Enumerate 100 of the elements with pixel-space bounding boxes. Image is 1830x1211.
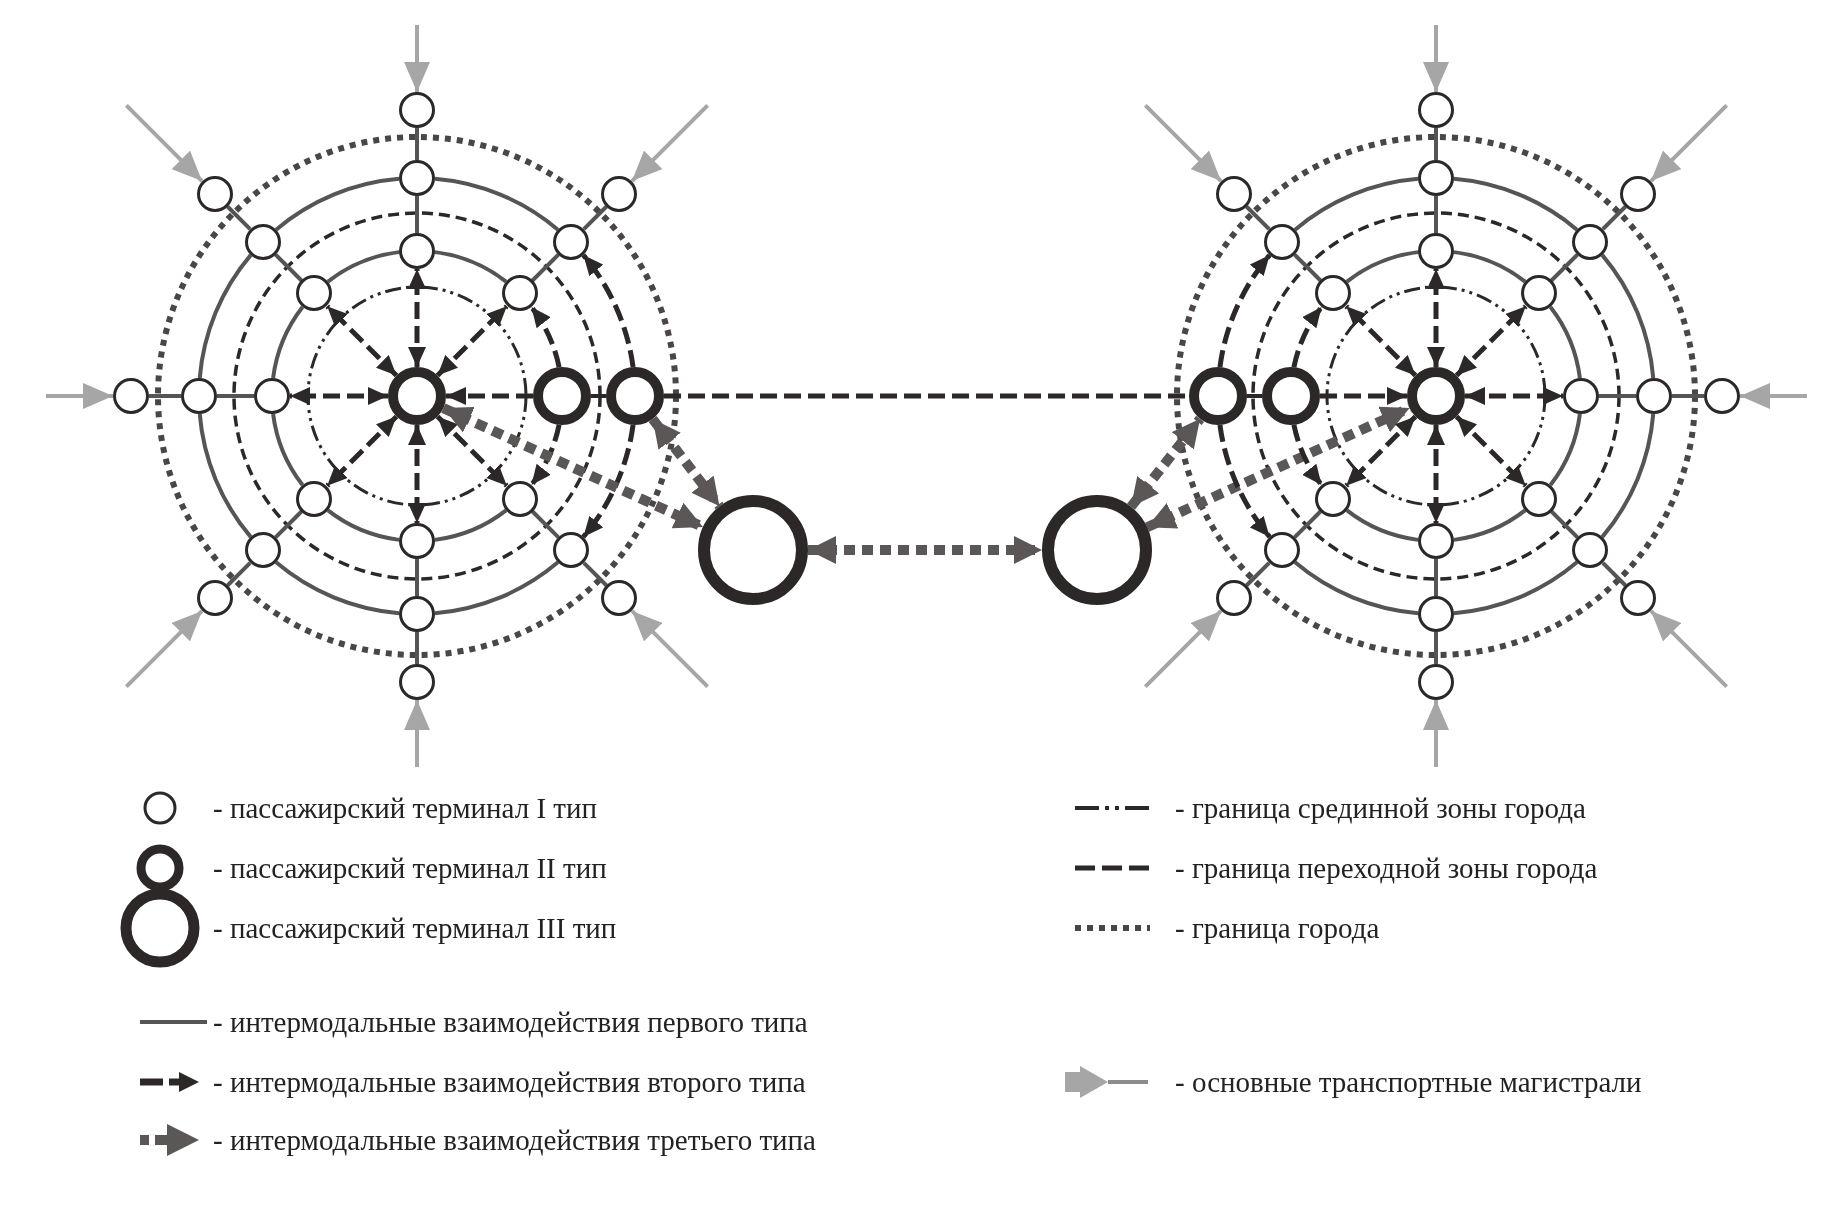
- connector-line: [1434, 128, 1438, 160]
- connector-line: [415, 632, 419, 664]
- arrow: [1217, 253, 1272, 368]
- terminal-circle: [1636, 378, 1672, 414]
- connector-line: [1548, 413, 1582, 487]
- arrow: [404, 25, 430, 92]
- connector-line: [271, 413, 305, 487]
- terminal-circle: [1418, 596, 1454, 632]
- arrow: [808, 536, 1042, 564]
- arrow: [124, 103, 204, 183]
- terminal-circle: [1563, 378, 1599, 414]
- connector-line: [1549, 253, 1579, 283]
- legend-text: - граница города: [1175, 911, 1380, 945]
- connector-line: [274, 509, 304, 539]
- connector-line: [1245, 205, 1271, 231]
- connector-line: [271, 305, 305, 379]
- arrow: [408, 425, 426, 523]
- connector-line: [591, 394, 606, 398]
- terminal-circle: [501, 275, 538, 312]
- connector-line: [582, 205, 608, 231]
- thick-terminal-circle: [1407, 367, 1465, 425]
- thick-terminal-circle: [533, 367, 591, 425]
- legend-text: - интермодальные взаимодействия первого типа: [213, 1005, 808, 1039]
- terminal-circle: [1620, 175, 1657, 212]
- terminal-circle: [399, 523, 435, 559]
- terminal-circle: [1215, 175, 1252, 212]
- arrow: [581, 253, 636, 368]
- connector-line: [434, 176, 560, 232]
- terminal-circle: [244, 223, 281, 260]
- connector-line: [530, 509, 560, 539]
- arrow: [1740, 383, 1807, 409]
- connector-line: [434, 508, 508, 542]
- terminal-circle: [399, 596, 435, 632]
- connector-line: [582, 561, 608, 587]
- legend-text: - пассажирский терминал II тип: [213, 851, 607, 885]
- arrow: [1291, 424, 1324, 487]
- connector-line: [274, 253, 304, 283]
- arrow: [1127, 415, 1204, 510]
- arrow: [124, 609, 204, 689]
- connector-line: [415, 128, 419, 160]
- terminal-circle: [1418, 664, 1454, 700]
- arrow: [404, 700, 430, 767]
- connector-line: [326, 250, 400, 284]
- terminal-circle: [1263, 223, 1300, 260]
- terminal-circle: [601, 580, 638, 617]
- legend-text: - граница срединной зоны города: [1175, 791, 1586, 825]
- terminal-circle: [1572, 223, 1609, 260]
- terminal-circle: [1315, 275, 1352, 312]
- thick-terminal-circle: [1262, 367, 1320, 425]
- legend-text: - основные транспортные магистрали: [1175, 1065, 1642, 1099]
- terminal-circle: [244, 532, 281, 569]
- connector-line: [1453, 508, 1527, 542]
- connector-line: [415, 196, 419, 233]
- connector-line: [217, 394, 254, 398]
- terminal-circle: [1315, 480, 1352, 517]
- arrow: [529, 424, 562, 487]
- legend-text: - интермодальные взаимодействия третьего типа: [213, 1123, 816, 1157]
- terminal-circle: [1620, 580, 1657, 617]
- connector-line: [1434, 196, 1438, 233]
- thick-terminal-circle: [606, 367, 664, 425]
- terminal-circle: [254, 378, 290, 414]
- connector-line: [1601, 205, 1627, 231]
- terminal-circle: [296, 275, 333, 312]
- connector-line: [1434, 632, 1438, 664]
- arrow: [648, 415, 724, 510]
- terminal-circle: [601, 175, 638, 212]
- terminal-circle: [1418, 92, 1454, 128]
- arrow: [630, 609, 710, 689]
- arrow: [1344, 414, 1418, 488]
- arrow: [1649, 103, 1729, 183]
- arrow: [1344, 304, 1418, 378]
- connector-line: [434, 560, 560, 616]
- terminal-circle: [1418, 233, 1454, 269]
- arrow: [1423, 700, 1449, 767]
- terminal-circle: [399, 160, 435, 196]
- connector-line: [274, 176, 400, 232]
- terminal-circle: [553, 532, 590, 569]
- arrow: [435, 304, 509, 378]
- connector-line: [1600, 253, 1656, 379]
- connector-line: [530, 253, 560, 283]
- connector-line: [1293, 176, 1419, 232]
- terminal-circle: [399, 92, 435, 128]
- connector-line: [1434, 559, 1438, 596]
- arrow: [46, 383, 113, 409]
- terminal-circle: [399, 664, 435, 700]
- arrow: [435, 414, 509, 488]
- terminal-circle: [501, 480, 538, 517]
- arrow: [325, 304, 399, 378]
- arrow: [581, 424, 636, 539]
- connector-line: [197, 253, 253, 379]
- arrow: [325, 414, 399, 488]
- arrow: [529, 305, 562, 368]
- terminal-circle: [1520, 480, 1557, 517]
- connector-line: [1453, 250, 1527, 284]
- arrow: [1454, 304, 1528, 378]
- terminal-circle: [1520, 275, 1557, 312]
- connector-line: [149, 394, 181, 398]
- terminal-circle: [553, 223, 590, 260]
- terminal-circle: [1704, 378, 1740, 414]
- terminal-circle: [1263, 532, 1300, 569]
